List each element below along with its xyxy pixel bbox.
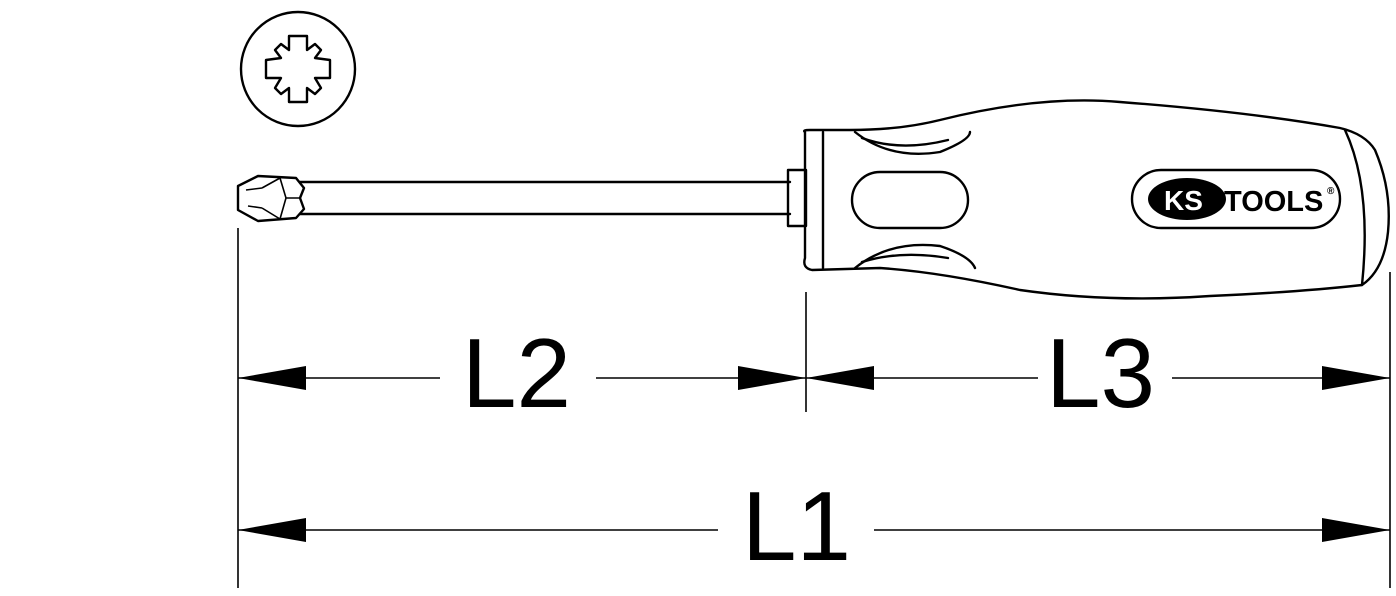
arrowhead-left	[806, 366, 874, 390]
arrowhead-right	[1322, 366, 1390, 390]
logo-tools-text: TOOLS	[1224, 186, 1323, 218]
dimension-label-l1: L1	[742, 471, 851, 581]
arrowhead-right	[1322, 518, 1390, 542]
arrowhead-left	[238, 518, 306, 542]
arrowhead-left	[238, 366, 306, 390]
logo-ks-text: KS	[1164, 185, 1203, 216]
screwdriver-handle	[802, 99, 1390, 300]
logo-registered-mark: ®	[1327, 186, 1335, 197]
dimension-label-l2: L2	[462, 318, 571, 428]
extension-lines	[237, 228, 1391, 588]
dimension-l2: L2	[238, 318, 806, 428]
arrowhead-right	[738, 366, 806, 390]
dimension-l3: L3	[806, 318, 1390, 428]
screwdriver-tip	[236, 174, 306, 223]
dimension-label-l3: L3	[1046, 318, 1155, 428]
pozidriv-cross-icon	[239, 10, 357, 128]
dimension-l1: L1	[238, 471, 1390, 581]
ks-tools-logo: KS TOOLS ®	[1130, 168, 1342, 230]
screwdriver-shaft	[298, 168, 808, 228]
